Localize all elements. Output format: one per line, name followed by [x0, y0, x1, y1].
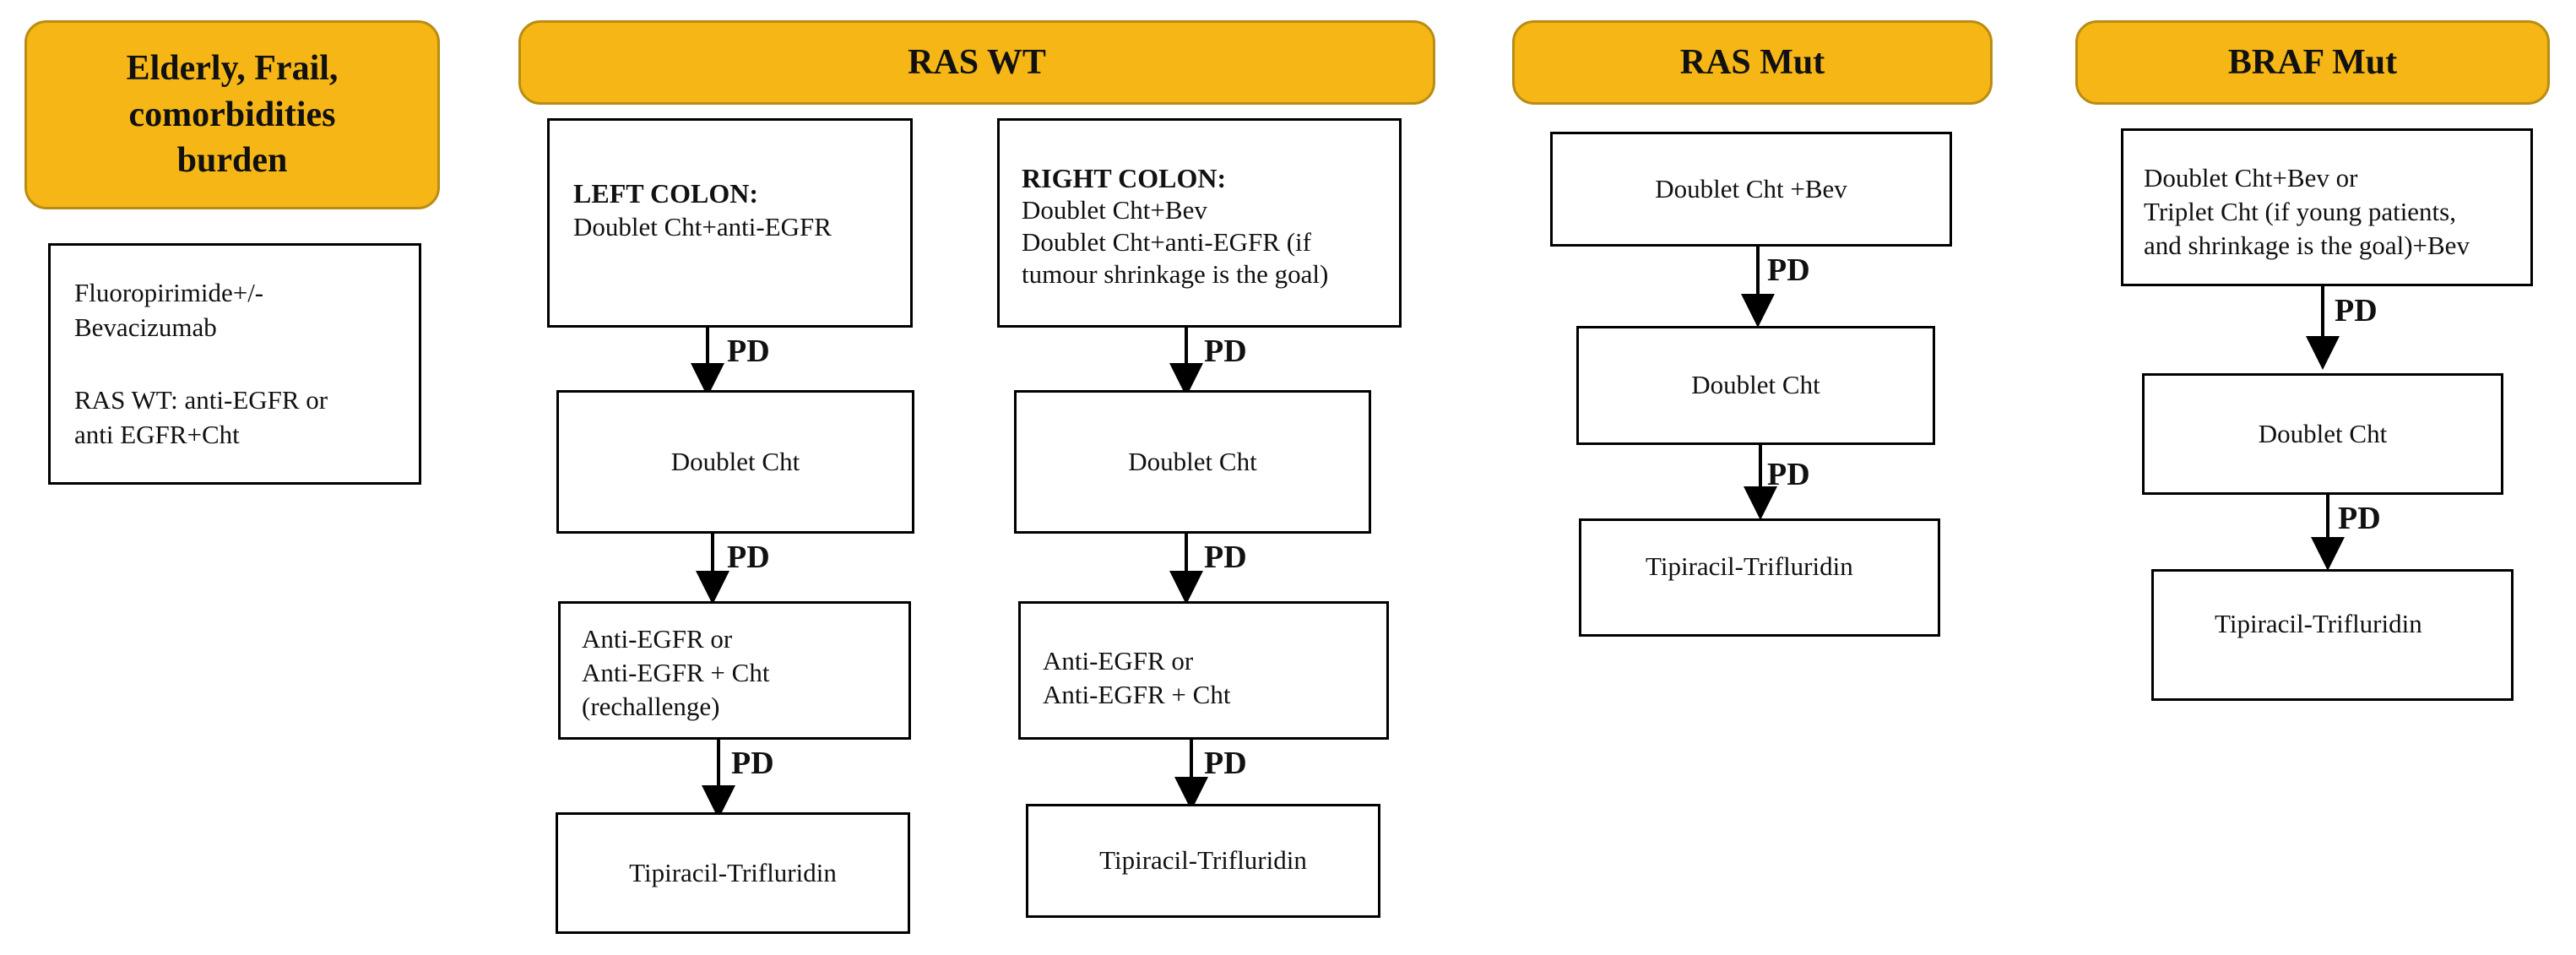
left-colon-fourth-label: Tipiracil-Trifluridin [629, 857, 837, 887]
left-colon-line-1: Doublet Cht+anti-EGFR [573, 212, 832, 241]
right-colon-box: RIGHT COLON: Doublet Cht+Bev Doublet Cht… [997, 118, 1402, 328]
ras-mut-second-label: Doublet Cht [1691, 370, 1820, 400]
ras-mut-second-box: Doublet Cht [1576, 326, 1935, 445]
right-colon-line-3: tumour shrinkage is the goal) [1022, 259, 1329, 289]
pd-label-right-2: PD [1204, 540, 1247, 575]
pd-label-rasmut-1: PD [1767, 252, 1810, 288]
left-colon-third-line-1: Anti-EGFR or [582, 624, 733, 654]
left-colon-second-label: Doublet Cht [670, 446, 800, 476]
left-colon-third-line-3: (rechallenge) [582, 692, 720, 721]
header-ras-wt: RAS WT [518, 20, 1435, 105]
braf-mut-third-box: Tipiracil-Trifluridin [2151, 569, 2514, 701]
left-colon-title: LEFT COLON: [573, 178, 758, 209]
braf-mut-line-2: Triplet Cht (if young patients, [2144, 197, 2456, 226]
pd-label-right-3: PD [1204, 746, 1247, 781]
right-colon-line-2: Doublet Cht+anti-EGFR (if [1022, 227, 1311, 257]
elderly-line-4: anti EGFR+Cht [74, 420, 240, 449]
right-colon-third-line-2: Anti-EGFR + Cht [1043, 680, 1231, 709]
right-colon-third-box: Anti-EGFR or Anti-EGFR + Cht [1018, 601, 1389, 740]
right-colon-fourth-box: Tipiracil-Trifluridin [1026, 804, 1380, 918]
pd-label-left-1: PD [727, 334, 770, 369]
ras-mut-first-box: Doublet Cht +Bev [1550, 132, 1952, 247]
pd-label-braf-1: PD [2335, 293, 2378, 328]
pd-label-braf-2: PD [2338, 501, 2381, 536]
ras-mut-third-box: Tipiracil-Trifluridin [1579, 518, 1940, 637]
braf-mut-first-box: Doublet Cht+Bev or Triplet Cht (if young… [2121, 128, 2533, 286]
ras-mut-third-label: Tipiracil-Trifluridin [1646, 551, 1853, 581]
right-colon-second-label: Doublet Cht [1128, 446, 1257, 476]
braf-mut-second-label: Doublet Cht [2258, 418, 2388, 448]
right-colon-second-box: Doublet Cht [1014, 390, 1371, 534]
elderly-treatment-box: Fluoropirimide+/- Bevacizumab RAS WT: an… [48, 243, 421, 485]
pd-label-left-3: PD [731, 746, 774, 781]
pd-label-left-2: PD [727, 540, 770, 575]
elderly-line-3: RAS WT: anti-EGFR or [74, 385, 328, 415]
braf-mut-line-3: and shrinkage is the goal)+Bev [2144, 231, 2470, 260]
header-ras-mut: RAS Mut [1512, 20, 1993, 105]
left-colon-third-box: Anti-EGFR or Anti-EGFR + Cht (rechalleng… [558, 601, 911, 740]
left-colon-second-box: Doublet Cht [556, 390, 914, 534]
braf-mut-second-box: Doublet Cht [2142, 373, 2503, 495]
left-colon-third-line-2: Anti-EGFR + Cht [582, 658, 770, 687]
left-colon-box: LEFT COLON: Doublet Cht+anti-EGFR [547, 118, 913, 328]
braf-mut-third-label: Tipiracil-Trifluridin [2215, 609, 2422, 638]
pd-label-right-1: PD [1204, 334, 1247, 369]
right-colon-fourth-label: Tipiracil-Trifluridin [1099, 845, 1307, 876]
right-colon-third-line-1: Anti-EGFR or [1043, 646, 1194, 676]
pd-label-rasmut-2: PD [1767, 457, 1810, 492]
ras-mut-first-label: Doublet Cht +Bev [1655, 173, 1847, 203]
header-braf-mut: BRAF Mut [2075, 20, 2550, 105]
right-colon-title: RIGHT COLON: [1022, 163, 1227, 193]
left-colon-fourth-box: Tipiracil-Trifluridin [556, 812, 910, 934]
elderly-line-2: Bevacizumab [74, 312, 217, 342]
braf-mut-line-1: Doublet Cht+Bev or [2144, 163, 2358, 193]
elderly-line-1: Fluoropirimide+/- [74, 278, 264, 307]
header-elderly: Elderly, Frail, comorbidities burden [24, 20, 440, 209]
right-colon-line-1: Doublet Cht+Bev [1022, 195, 1207, 225]
